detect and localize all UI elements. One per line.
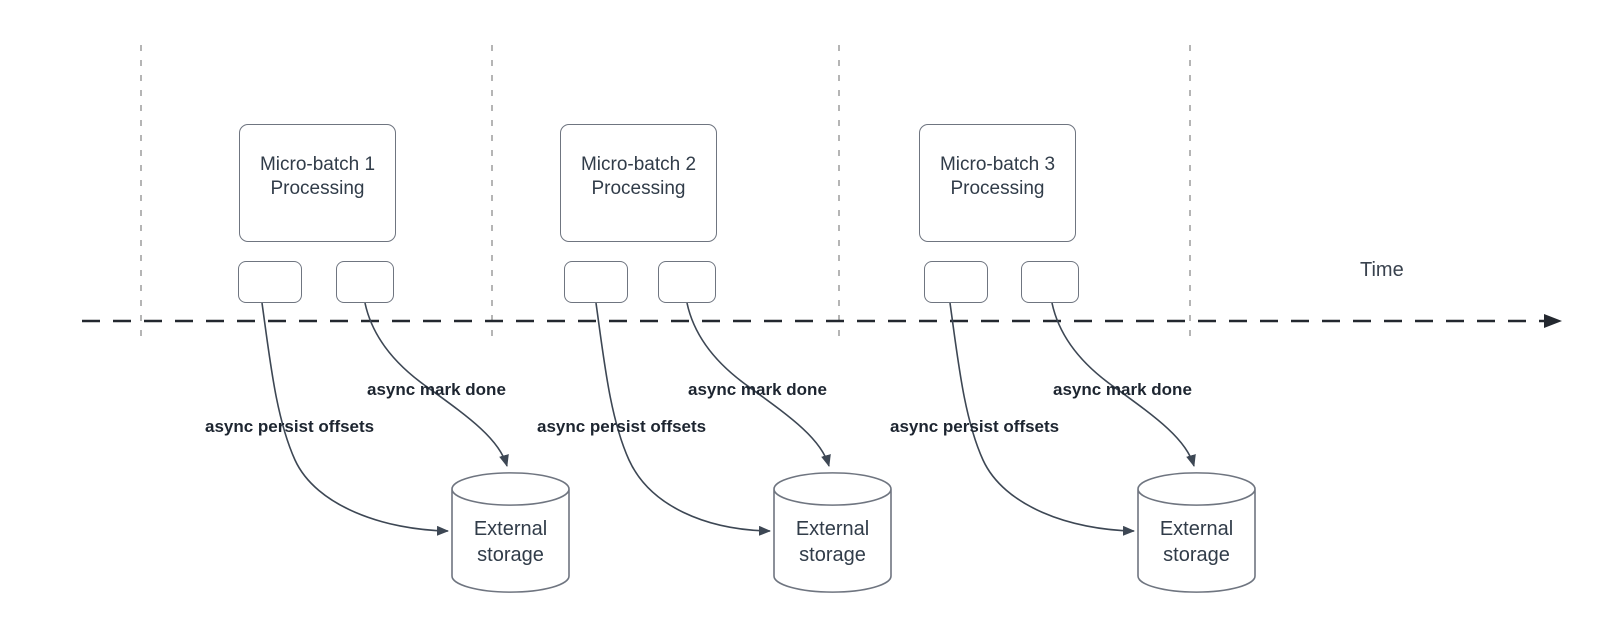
mark-done-label-3: async mark done xyxy=(1053,380,1192,399)
cylinder-shape xyxy=(451,472,570,593)
mark-done-task-box-3 xyxy=(1021,261,1079,303)
cylinder-shape xyxy=(773,472,892,593)
persist-offsets-label-1: async persist offsets xyxy=(205,417,375,436)
persist-offsets-arrow-2 xyxy=(595,302,771,536)
persist-offsets-label-2: async persist offsets xyxy=(537,417,707,436)
mark-done-label-1: async mark done xyxy=(367,380,506,399)
cylinder-shape xyxy=(1137,472,1256,593)
persist-offsets-task-box-2 xyxy=(564,261,628,303)
mark-done-arrow-3 xyxy=(1051,302,1196,467)
mark-done-arrow-1 xyxy=(364,302,509,467)
mark-done-arrow-2 xyxy=(686,302,831,467)
mark-done-label-2: async mark done xyxy=(688,380,827,399)
persist-offsets-task-box-1 xyxy=(238,261,302,303)
persist-offsets-arrow-1 xyxy=(261,302,449,536)
persist-offsets-arrow-3 xyxy=(949,302,1135,536)
time-axis-label: Time xyxy=(1360,259,1404,281)
persist-offsets-label-3: async persist offsets xyxy=(890,417,1060,436)
mark-done-task-box-2 xyxy=(658,261,716,303)
mark-done-task-box-1 xyxy=(336,261,394,303)
persist-offsets-task-box-3 xyxy=(924,261,988,303)
